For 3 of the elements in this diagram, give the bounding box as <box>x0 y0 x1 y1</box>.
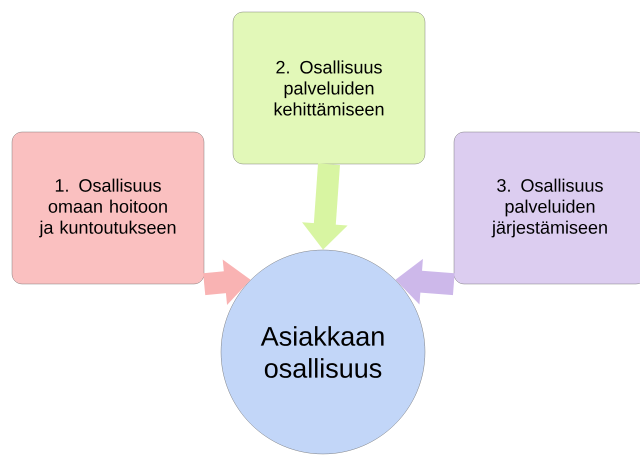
process-box: 1. Osallisuus omaan hoitoon ja kuntoutukseen <box>12 132 204 284</box>
process-box: 3. Osallisuus palveluiden järjestämiseen <box>454 132 640 284</box>
process-box: 2. Osallisuus palveluiden kehittämiseen <box>232 12 426 164</box>
